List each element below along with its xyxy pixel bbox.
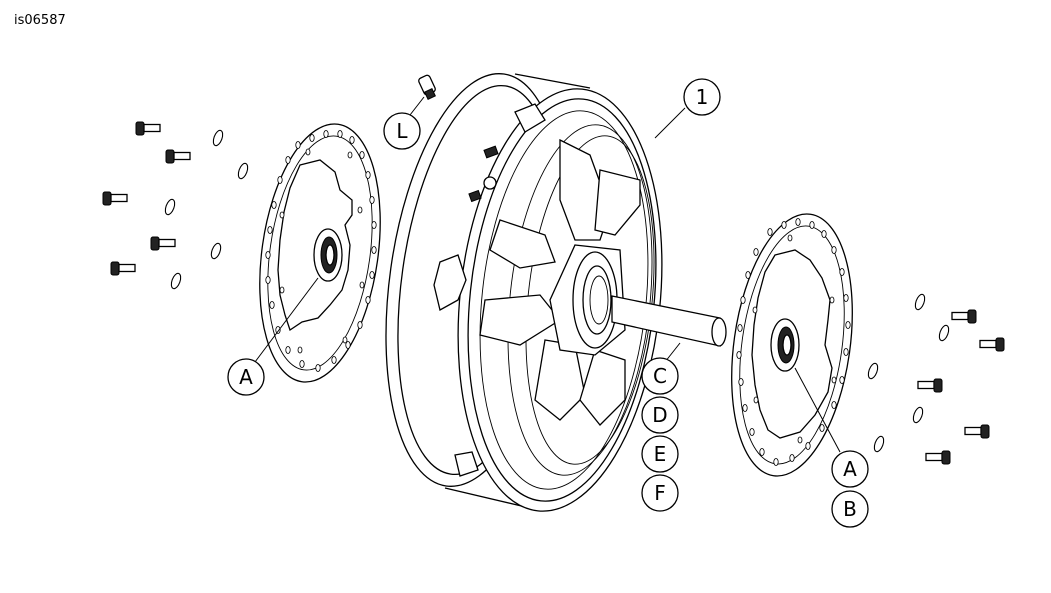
- callout-B: B: [831, 490, 869, 528]
- leader-lines: [254, 96, 841, 453]
- callout-F-label: F: [654, 481, 666, 505]
- callout-L: L: [383, 112, 421, 150]
- left-brake-disc: [259, 123, 381, 383]
- callout-A-left: A: [227, 358, 265, 396]
- callout-1-label: 1: [696, 85, 709, 109]
- figure-id: is06587: [14, 13, 66, 28]
- callout-F: F: [641, 474, 679, 512]
- callout-A-right-label: A: [843, 457, 857, 481]
- callout-E: E: [641, 435, 679, 473]
- callout-C: C: [641, 357, 679, 395]
- left-disc-washers: [164, 129, 249, 290]
- callout-A-right: A: [831, 450, 869, 488]
- callout-B-label: B: [843, 497, 857, 521]
- left-disc-bolts: [102, 121, 191, 276]
- callout-L-label: L: [396, 119, 408, 143]
- callout-D-label: D: [652, 403, 667, 427]
- axle: [611, 295, 727, 347]
- callout-C-label: C: [653, 364, 667, 388]
- callout-1: 1: [683, 78, 721, 116]
- valve-stem: [418, 74, 436, 100]
- wheel: [385, 73, 663, 512]
- callout-D: D: [641, 396, 679, 434]
- right-brake-disc: [731, 213, 853, 477]
- callout-E-label: E: [654, 442, 667, 466]
- right-disc-washers: [867, 293, 950, 453]
- callout-A-left-label: A: [239, 365, 253, 389]
- right-disc-bolts: [917, 309, 1005, 465]
